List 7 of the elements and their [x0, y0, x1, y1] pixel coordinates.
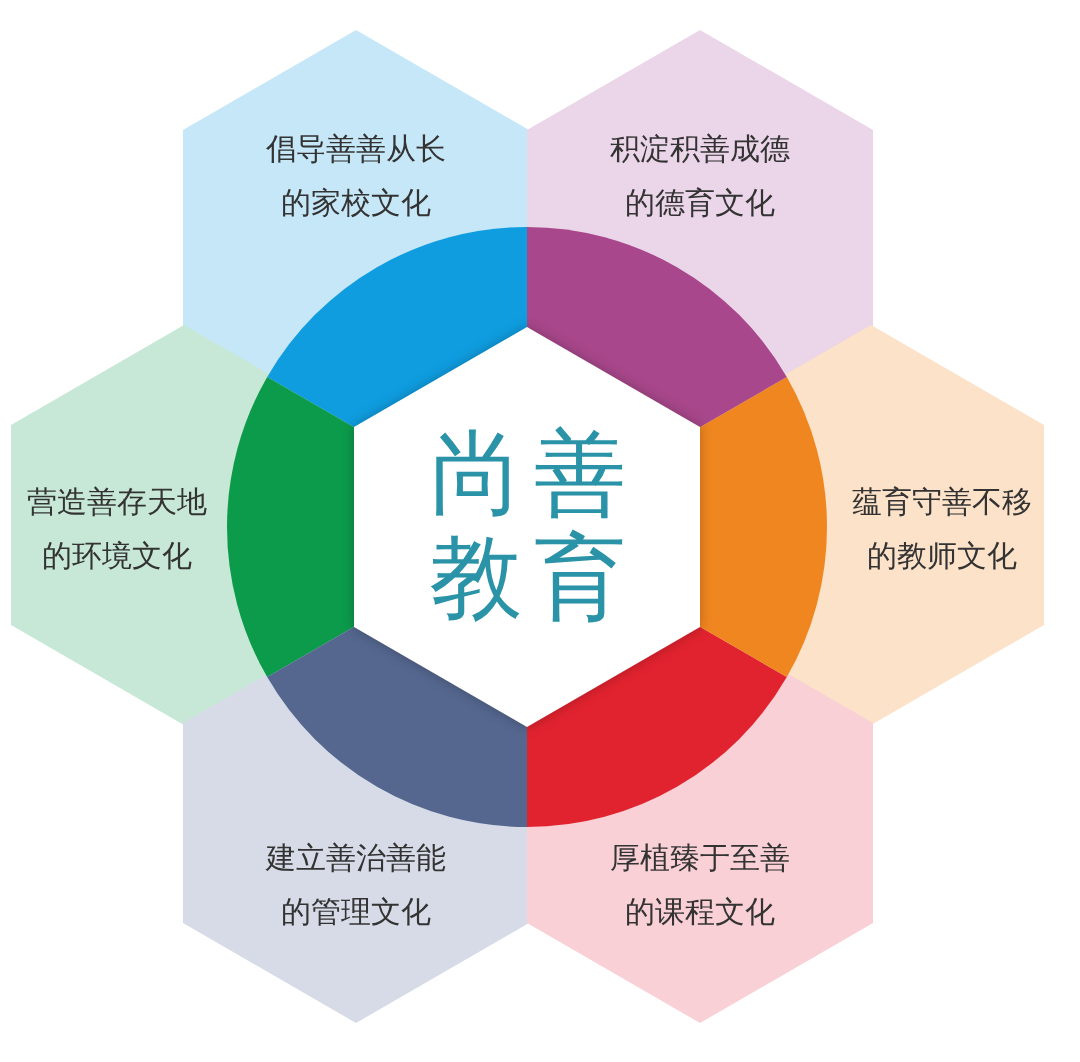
tile-label: 厚植臻于至善的课程文化: [609, 839, 791, 931]
tile-label: 积淀积善成德的德育文化: [609, 130, 791, 222]
tile-label: 蕴育守善不移的教师文化: [851, 483, 1033, 575]
center-title: 尚善教育: [428, 422, 639, 630]
tile-label: 倡导善善从长的家校文化: [265, 130, 447, 222]
tile-label: 建立善治善能的管理文化: [264, 839, 447, 931]
tile-label: 营造善存天地的环境文化: [26, 483, 208, 575]
